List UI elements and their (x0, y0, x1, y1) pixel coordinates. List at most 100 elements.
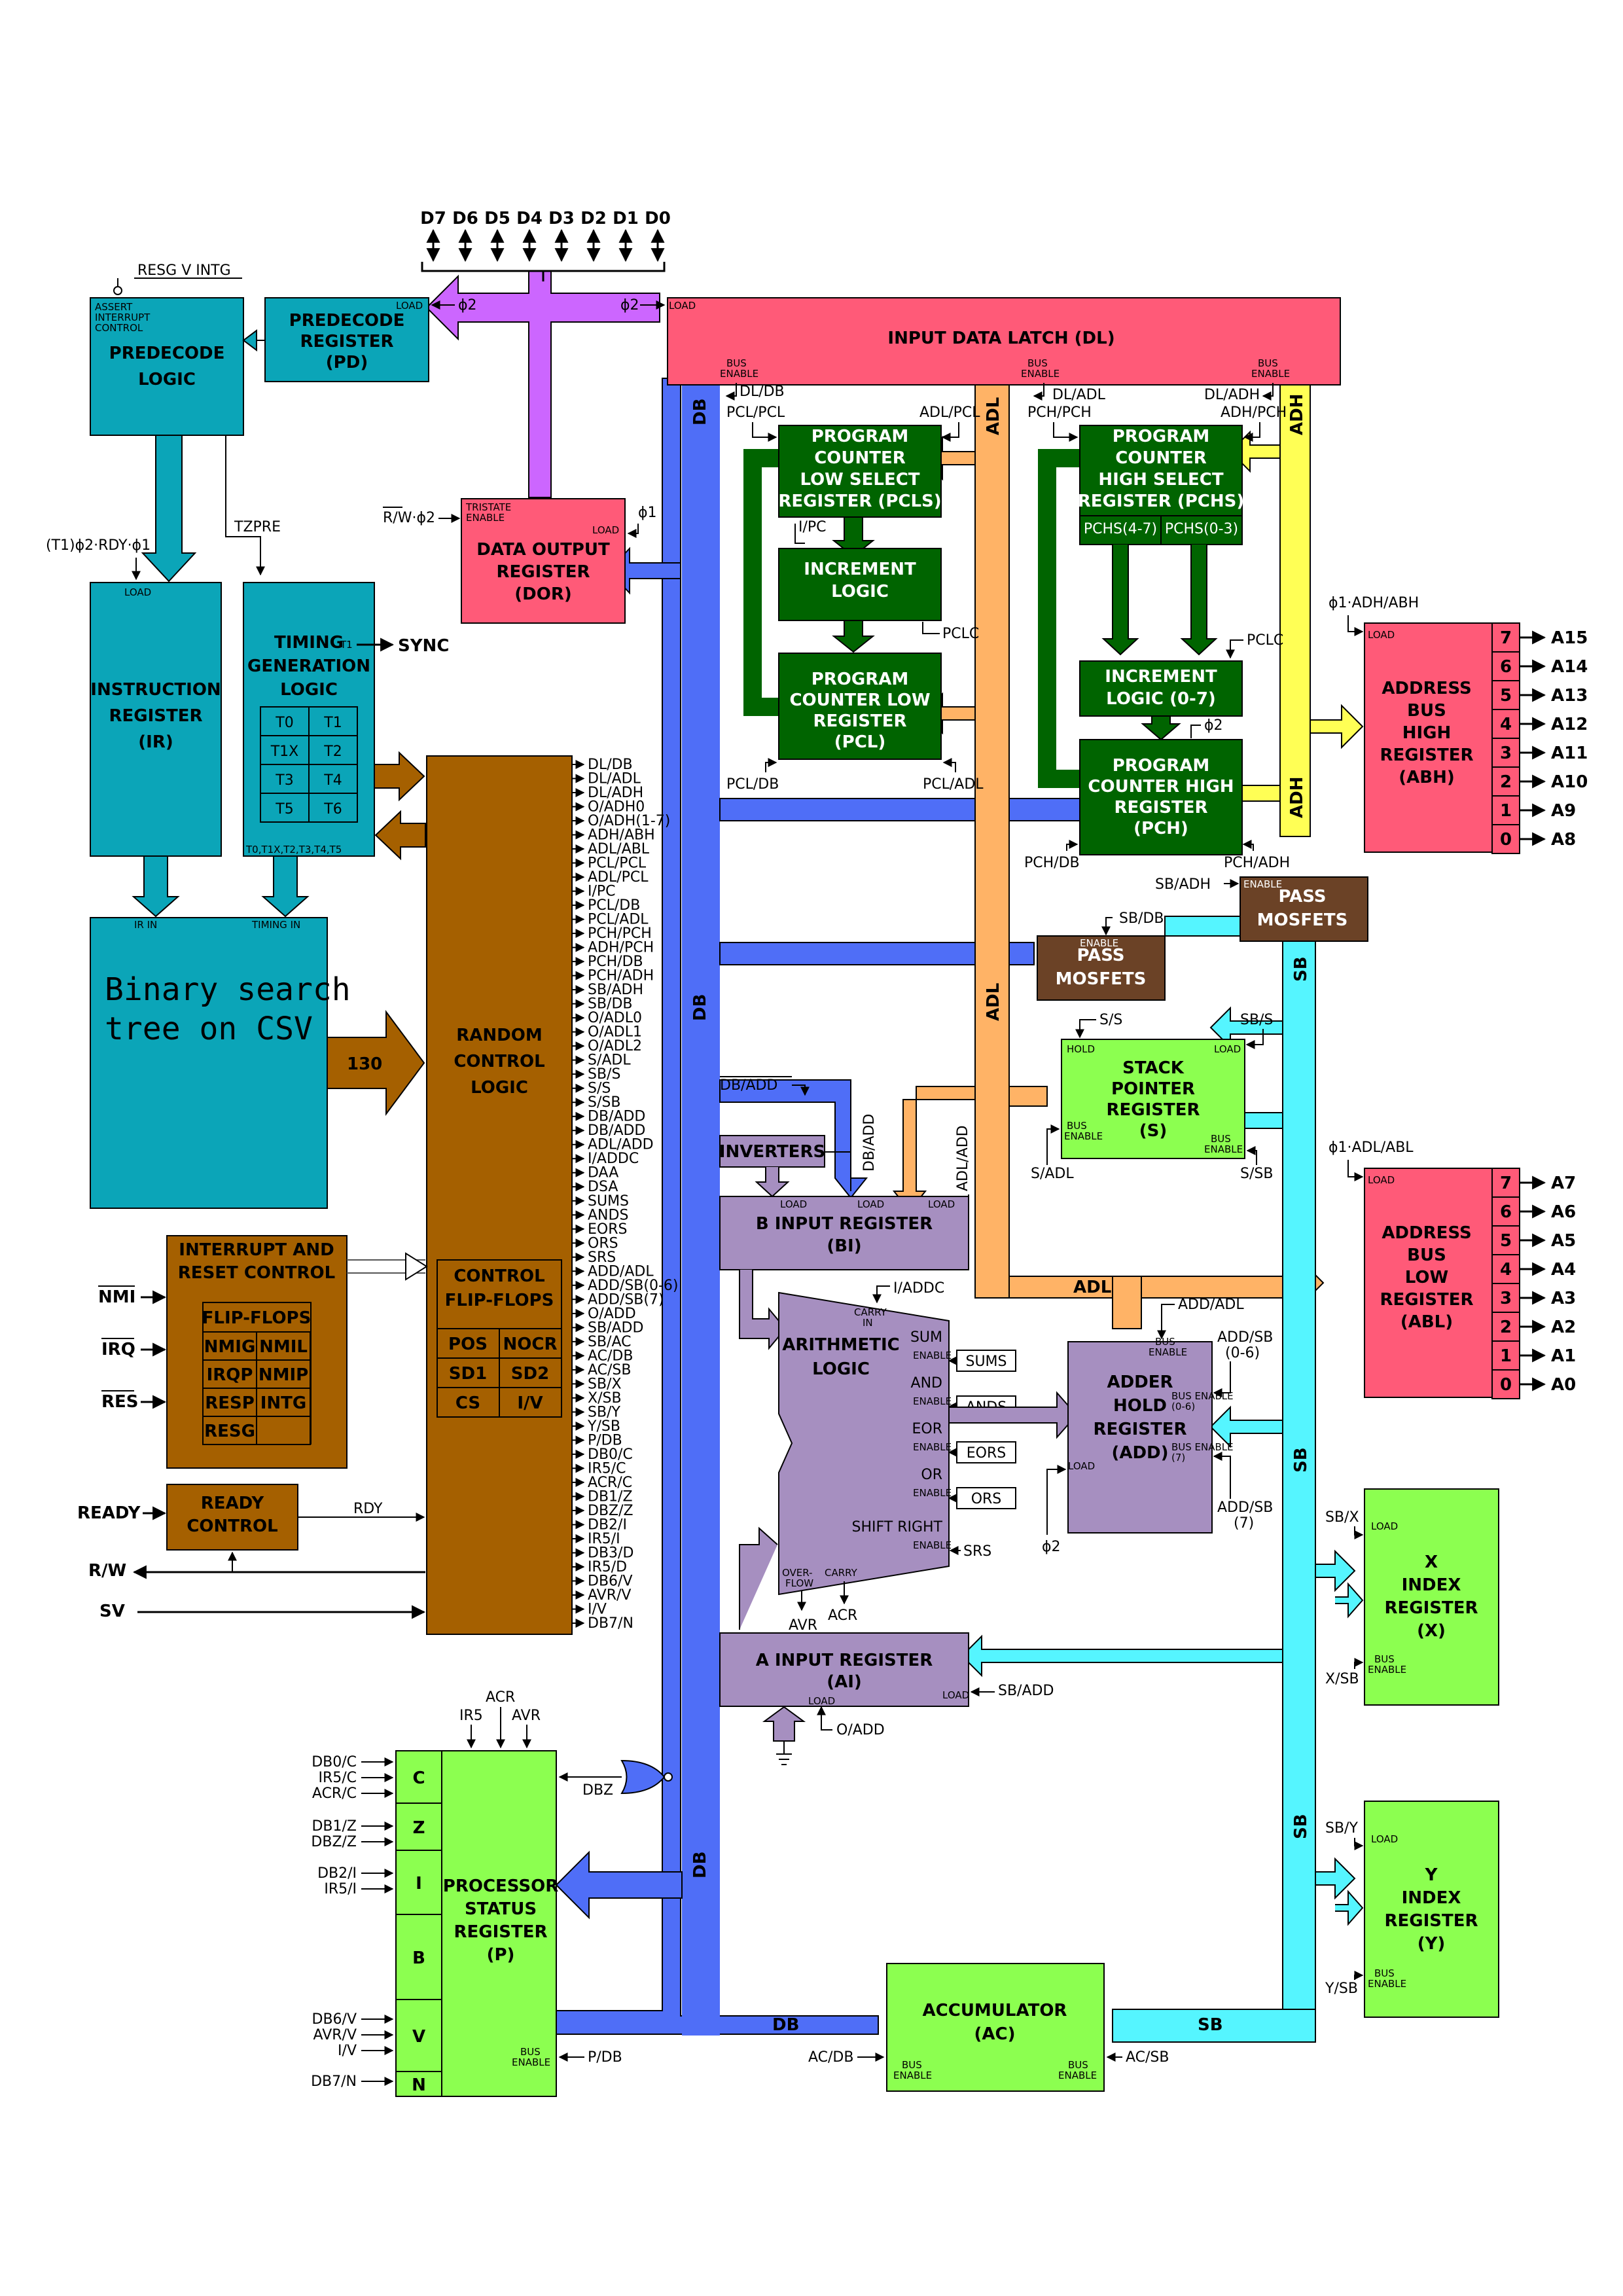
svg-text:(7): (7) (1234, 1515, 1254, 1532)
address-pin-a5: A5 (1551, 1231, 1576, 1251)
svg-text:X: X (1425, 1552, 1438, 1572)
control-signal-label: S/ADL (588, 1052, 631, 1069)
svg-text:OVER-: OVER- (782, 1567, 813, 1579)
svg-text:ϕ1: ϕ1 (638, 505, 657, 521)
input-data-latch: INPUT DATA LATCH (DL) LOAD ϕ2 BUS ENABLE… (620, 297, 1341, 386)
address-bit-label: 0 (1500, 830, 1512, 850)
control-signal-label: P/DB (588, 1432, 622, 1448)
svg-text:LOAD: LOAD (669, 300, 696, 312)
svg-text:REGISTER (PCLS): REGISTER (PCLS) (778, 492, 941, 511)
sb-bus-label-mid: SB (1291, 1447, 1311, 1473)
address-bit-label: 0 (1500, 1375, 1512, 1395)
svg-text:LOAD: LOAD (1371, 1833, 1398, 1845)
address-bus-low-register: LOAD ϕ1·ADL/ABL ADDRESS BUS LOW REGISTER… (1329, 1139, 1576, 1399)
stack-pointer-register: HOLD LOAD STACK POINTER REGISTER (S) BUS… (1031, 1012, 1273, 1182)
control-signal-label: O/ADL0 (588, 1010, 642, 1026)
svg-text:PROCESSOR: PROCESSOR (443, 1876, 558, 1896)
pc-low-section: PROGRAM COUNTER LOW SELECT REGISTER (PCL… (725, 383, 984, 793)
svg-text:SB/DB: SB/DB (1119, 910, 1164, 927)
address-pin-a6: A6 (1551, 1202, 1576, 1222)
timing-cell-label: T4 (323, 772, 342, 789)
external-interrupt-pins: NMI IRQ RES (98, 1285, 167, 1412)
control-ff-cell (437, 1357, 500, 1388)
status-bit-n: N (412, 2075, 426, 2095)
control-ff-label: I/V (517, 1393, 543, 1413)
svg-text:O/ADD: O/ADD (836, 1722, 885, 1738)
address-pin-a15: A15 (1551, 628, 1588, 648)
handwritten-note-line1: Binary search (105, 971, 351, 1008)
alu-op-box (956, 1350, 1016, 1372)
alu-op-signal: EORS (967, 1445, 1006, 1462)
svg-text:INPUT DATA LATCH (DL): INPUT DATA LATCH (DL) (887, 329, 1115, 348)
control-signal-label: SB/Y (588, 1404, 620, 1420)
svg-text:PROGRAM: PROGRAM (812, 670, 909, 689)
control-signal-label: DB/ADD (588, 1122, 645, 1139)
alu-op-label: OR (921, 1467, 942, 1483)
control-signal-label: PCL/PCL (588, 855, 647, 872)
alu-op-signal: SUMS (965, 1354, 1007, 1370)
svg-text:BUS: BUS (1068, 2059, 1088, 2071)
interrupt-ff-label: NMIL (259, 1337, 308, 1357)
svg-text:ENABLE: ENABLE (466, 512, 505, 524)
svg-text:LOGIC: LOGIC (138, 370, 196, 389)
svg-text:TIMING: TIMING (274, 633, 344, 653)
alu-op-enable: ENABLE (913, 1350, 952, 1361)
svg-text:LOGIC (0-7): LOGIC (0-7) (1106, 689, 1216, 709)
alu-op-label: EOR (912, 1421, 942, 1437)
timing-cell (260, 706, 310, 736)
predecode-logic: ASSERT INTERRUPT CONTROL PREDECODE LOGIC (90, 297, 244, 436)
svg-text:REGISTER: REGISTER (1106, 1100, 1200, 1120)
svg-text:BUS: BUS (1374, 1653, 1395, 1665)
svg-text:HOLD: HOLD (1113, 1396, 1167, 1416)
dbz-nor-gate (620, 1759, 666, 1795)
svg-text:MOSFETS: MOSFETS (1257, 910, 1348, 930)
control-signal-label: EORS (588, 1221, 627, 1238)
control-ff-label: SD2 (511, 1364, 549, 1384)
address-pin-a10: A10 (1551, 772, 1588, 792)
address-bit-label: 4 (1500, 715, 1512, 734)
svg-text:PROGRAM: PROGRAM (1113, 756, 1210, 776)
control-signal-label: DAA (588, 1165, 618, 1181)
sb-bus-label-bottom: SB (1198, 2015, 1223, 2035)
address-pin-a7: A7 (1551, 1174, 1576, 1193)
svg-text:BUS: BUS (1407, 701, 1446, 721)
alu-op-enable: ENABLE (913, 1441, 952, 1453)
svg-text:REGISTER: REGISTER (813, 711, 906, 731)
status-input-label: DB7/N (311, 2073, 357, 2090)
control-signal-label: Y/SB (587, 1418, 620, 1435)
a-input-register (719, 1632, 969, 1707)
svg-text:Y: Y (1425, 1865, 1438, 1885)
buses: DB DB DB DB ADL ADL ADL ADH ADH SB SB SB… (425, 270, 1364, 2043)
svg-text:T1: T1 (340, 639, 353, 651)
svg-text:RESET CONTROL: RESET CONTROL (178, 1263, 335, 1283)
address-bit-label: 2 (1500, 772, 1512, 792)
control-signal-label: S/SB (588, 1094, 620, 1111)
svg-text:(0-6): (0-6) (1225, 1345, 1260, 1361)
control-signal-label: DL/ADH (588, 785, 643, 801)
svg-text:R/W·ϕ2: R/W·ϕ2 (383, 510, 435, 526)
svg-text:LOW: LOW (1405, 1268, 1448, 1287)
alu-op-label: SHIFT RIGHT (852, 1519, 943, 1535)
status-input-label: DBZ/Z (311, 1834, 357, 1850)
svg-text:REGISTER: REGISTER (1114, 798, 1207, 817)
svg-text:(7): (7) (1171, 1452, 1185, 1463)
svg-text:CONTROL: CONTROL (454, 1266, 544, 1286)
status-bit-cell (395, 1850, 442, 1915)
control-signal-label: PCH/PCH (588, 925, 652, 942)
svg-text:I/ADDC: I/ADDC (893, 1280, 944, 1297)
pass-mosfets-adh: PASS MOSFETS ENABLE SB/ADH (1155, 876, 1368, 942)
svg-text:(AC): (AC) (974, 2024, 1016, 2044)
svg-text:BUS: BUS (1374, 1967, 1395, 1979)
timing-cell-label: T0 (275, 715, 293, 731)
control-signal-label: SB/ADD (588, 1319, 643, 1336)
control-signal-label: DL/ADL (588, 771, 641, 787)
control-signal-label: PCH/ADH (588, 968, 654, 984)
svg-text:PASS: PASS (1077, 946, 1124, 965)
svg-text:B INPUT REGISTER: B INPUT REGISTER (756, 1214, 933, 1234)
svg-text:FLOW: FLOW (785, 1577, 813, 1589)
control-ff-cell (499, 1387, 562, 1418)
address-pin-a2: A2 (1551, 1318, 1576, 1337)
svg-text:TRISTATE: TRISTATE (465, 501, 511, 513)
